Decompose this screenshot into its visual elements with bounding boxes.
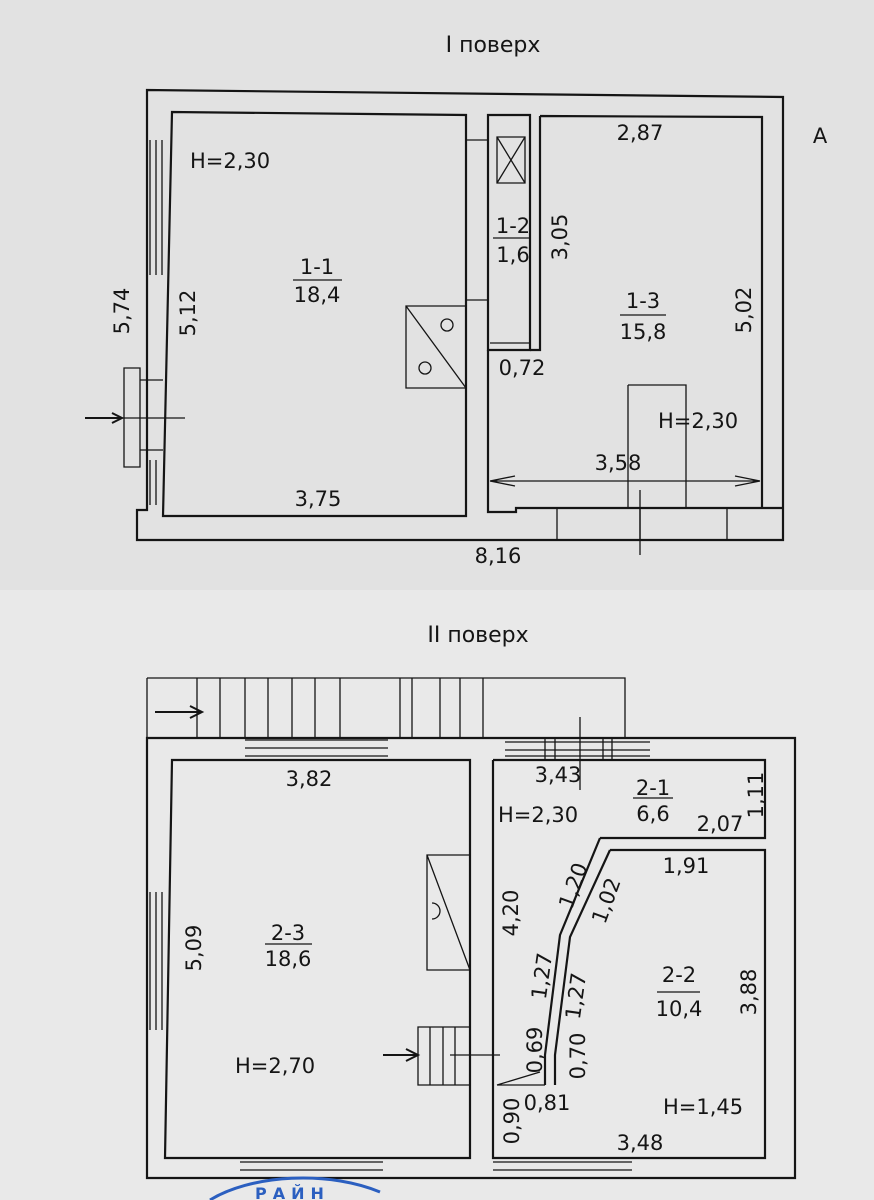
- dim-room-1-3-top: 2,87: [617, 121, 664, 145]
- exterior-stairs: [146, 677, 626, 738]
- vent-shaft-icon: [496, 136, 526, 184]
- room-2-3-id: 2-3: [271, 921, 305, 945]
- dim-room-2-1-top: 3,43: [535, 763, 582, 787]
- entrance-arrow-icon: [85, 412, 125, 424]
- window-left-2-3: [149, 892, 163, 1030]
- room-1-1-area: 18,4: [294, 283, 341, 307]
- dim-room-1-3-right: 5,02: [732, 287, 756, 334]
- dim-room-2-1-bottom: 2,07: [697, 812, 744, 836]
- room-2-3-walls: [163, 758, 472, 1160]
- partition-diagonal: [543, 837, 611, 1085]
- window-top-2-1: [505, 738, 650, 760]
- stair-outline: [627, 384, 687, 508]
- interior-stairs: [383, 1026, 500, 1086]
- room-2-1-area: 6,6: [636, 802, 669, 826]
- room-1-3-id: 1-3: [626, 289, 660, 313]
- dim-room-2-2-right: 3,88: [737, 969, 761, 1016]
- axis-mark: A: [813, 124, 828, 148]
- room-2-3-height: H=2,70: [235, 1054, 315, 1078]
- window-left-lower: [149, 460, 157, 505]
- dim-4-20: 4,20: [499, 890, 523, 937]
- dim-room-2-3-left: 5,09: [182, 925, 206, 972]
- dim-outer-bottom: 8,16: [475, 544, 522, 568]
- dim-0-70: 0,70: [566, 1033, 590, 1080]
- dim-room-1-2-length: 3,05: [548, 214, 572, 261]
- room-2-2-height: H=1,45: [663, 1095, 743, 1119]
- room-2-1-2-2-walls: [491, 758, 767, 1160]
- stove-2: [426, 854, 471, 971]
- window-bottom-2-2: [493, 1161, 632, 1171]
- dim-room-1-2-width: 0,72: [499, 356, 546, 380]
- room-1-3-area: 15,8: [620, 320, 667, 344]
- floor-2-title: II поверх: [427, 623, 528, 648]
- stove-1: [405, 305, 467, 389]
- dimension-line-3-58: [489, 475, 761, 487]
- dim-0-90: 0,90: [500, 1098, 524, 1145]
- dim-room-1-3-bottom: 3,58: [595, 451, 642, 475]
- dim-room-2-3-top: 3,82: [286, 767, 333, 791]
- official-stamp: РАЙН: [209, 1176, 381, 1200]
- floor-2-plan: II поверх 2-3 18,6 H=2,70 2-1: [145, 623, 797, 1180]
- dim-0-69: 0,69: [523, 1027, 547, 1074]
- room-1-1-id: 1-1: [300, 255, 334, 279]
- window-left: [149, 140, 163, 275]
- room-1-3-height: H=2,30: [658, 409, 738, 433]
- window-top-2-3: [245, 739, 388, 757]
- dim-room-1-1-height: 5,12: [176, 290, 200, 337]
- room-2-1-id: 2-1: [636, 776, 670, 800]
- stamp-text: РАЙН: [255, 1184, 330, 1200]
- window-bottom-2-3: [240, 1161, 383, 1171]
- dim-room-2-2-top: 1,91: [663, 854, 710, 878]
- floor-1-title: I поверх: [446, 33, 541, 58]
- entrance-porch: [123, 367, 163, 468]
- room-2-1-height: H=2,30: [498, 803, 578, 827]
- room-2-2-id: 2-2: [662, 963, 696, 987]
- outer-wall-2: [145, 736, 797, 1180]
- room-2-2-area: 10,4: [656, 997, 703, 1021]
- wall-lines: [466, 139, 728, 540]
- dim-0-81: 0,81: [524, 1091, 571, 1115]
- outer-wall: [135, 88, 785, 542]
- dim-room-2-2-bottom: 3,48: [617, 1131, 664, 1155]
- lower-sheet: [0, 590, 874, 1200]
- room-2-3-area: 18,6: [265, 947, 312, 971]
- room-1-3-walls: [486, 114, 783, 514]
- dim-room-1-1-width: 3,75: [295, 487, 342, 511]
- dim-room-2-1-right: 1,11: [744, 772, 768, 819]
- door-swing: [496, 1071, 545, 1086]
- room-1-1-walls: [161, 110, 468, 518]
- stair-arrow-icon: [155, 705, 205, 719]
- room-1-2-area: 1,6: [496, 243, 529, 267]
- room-1-2-id: 1-2: [496, 214, 530, 238]
- interior-stair-arrow-icon: [383, 1048, 421, 1062]
- dim-outer-left: 5,74: [110, 288, 134, 335]
- floor-1-plan: I поверх A H=2,30 1-1 18,4 1-2 1,6 1-3: [85, 33, 828, 568]
- room-1-1-height: H=2,30: [190, 149, 270, 173]
